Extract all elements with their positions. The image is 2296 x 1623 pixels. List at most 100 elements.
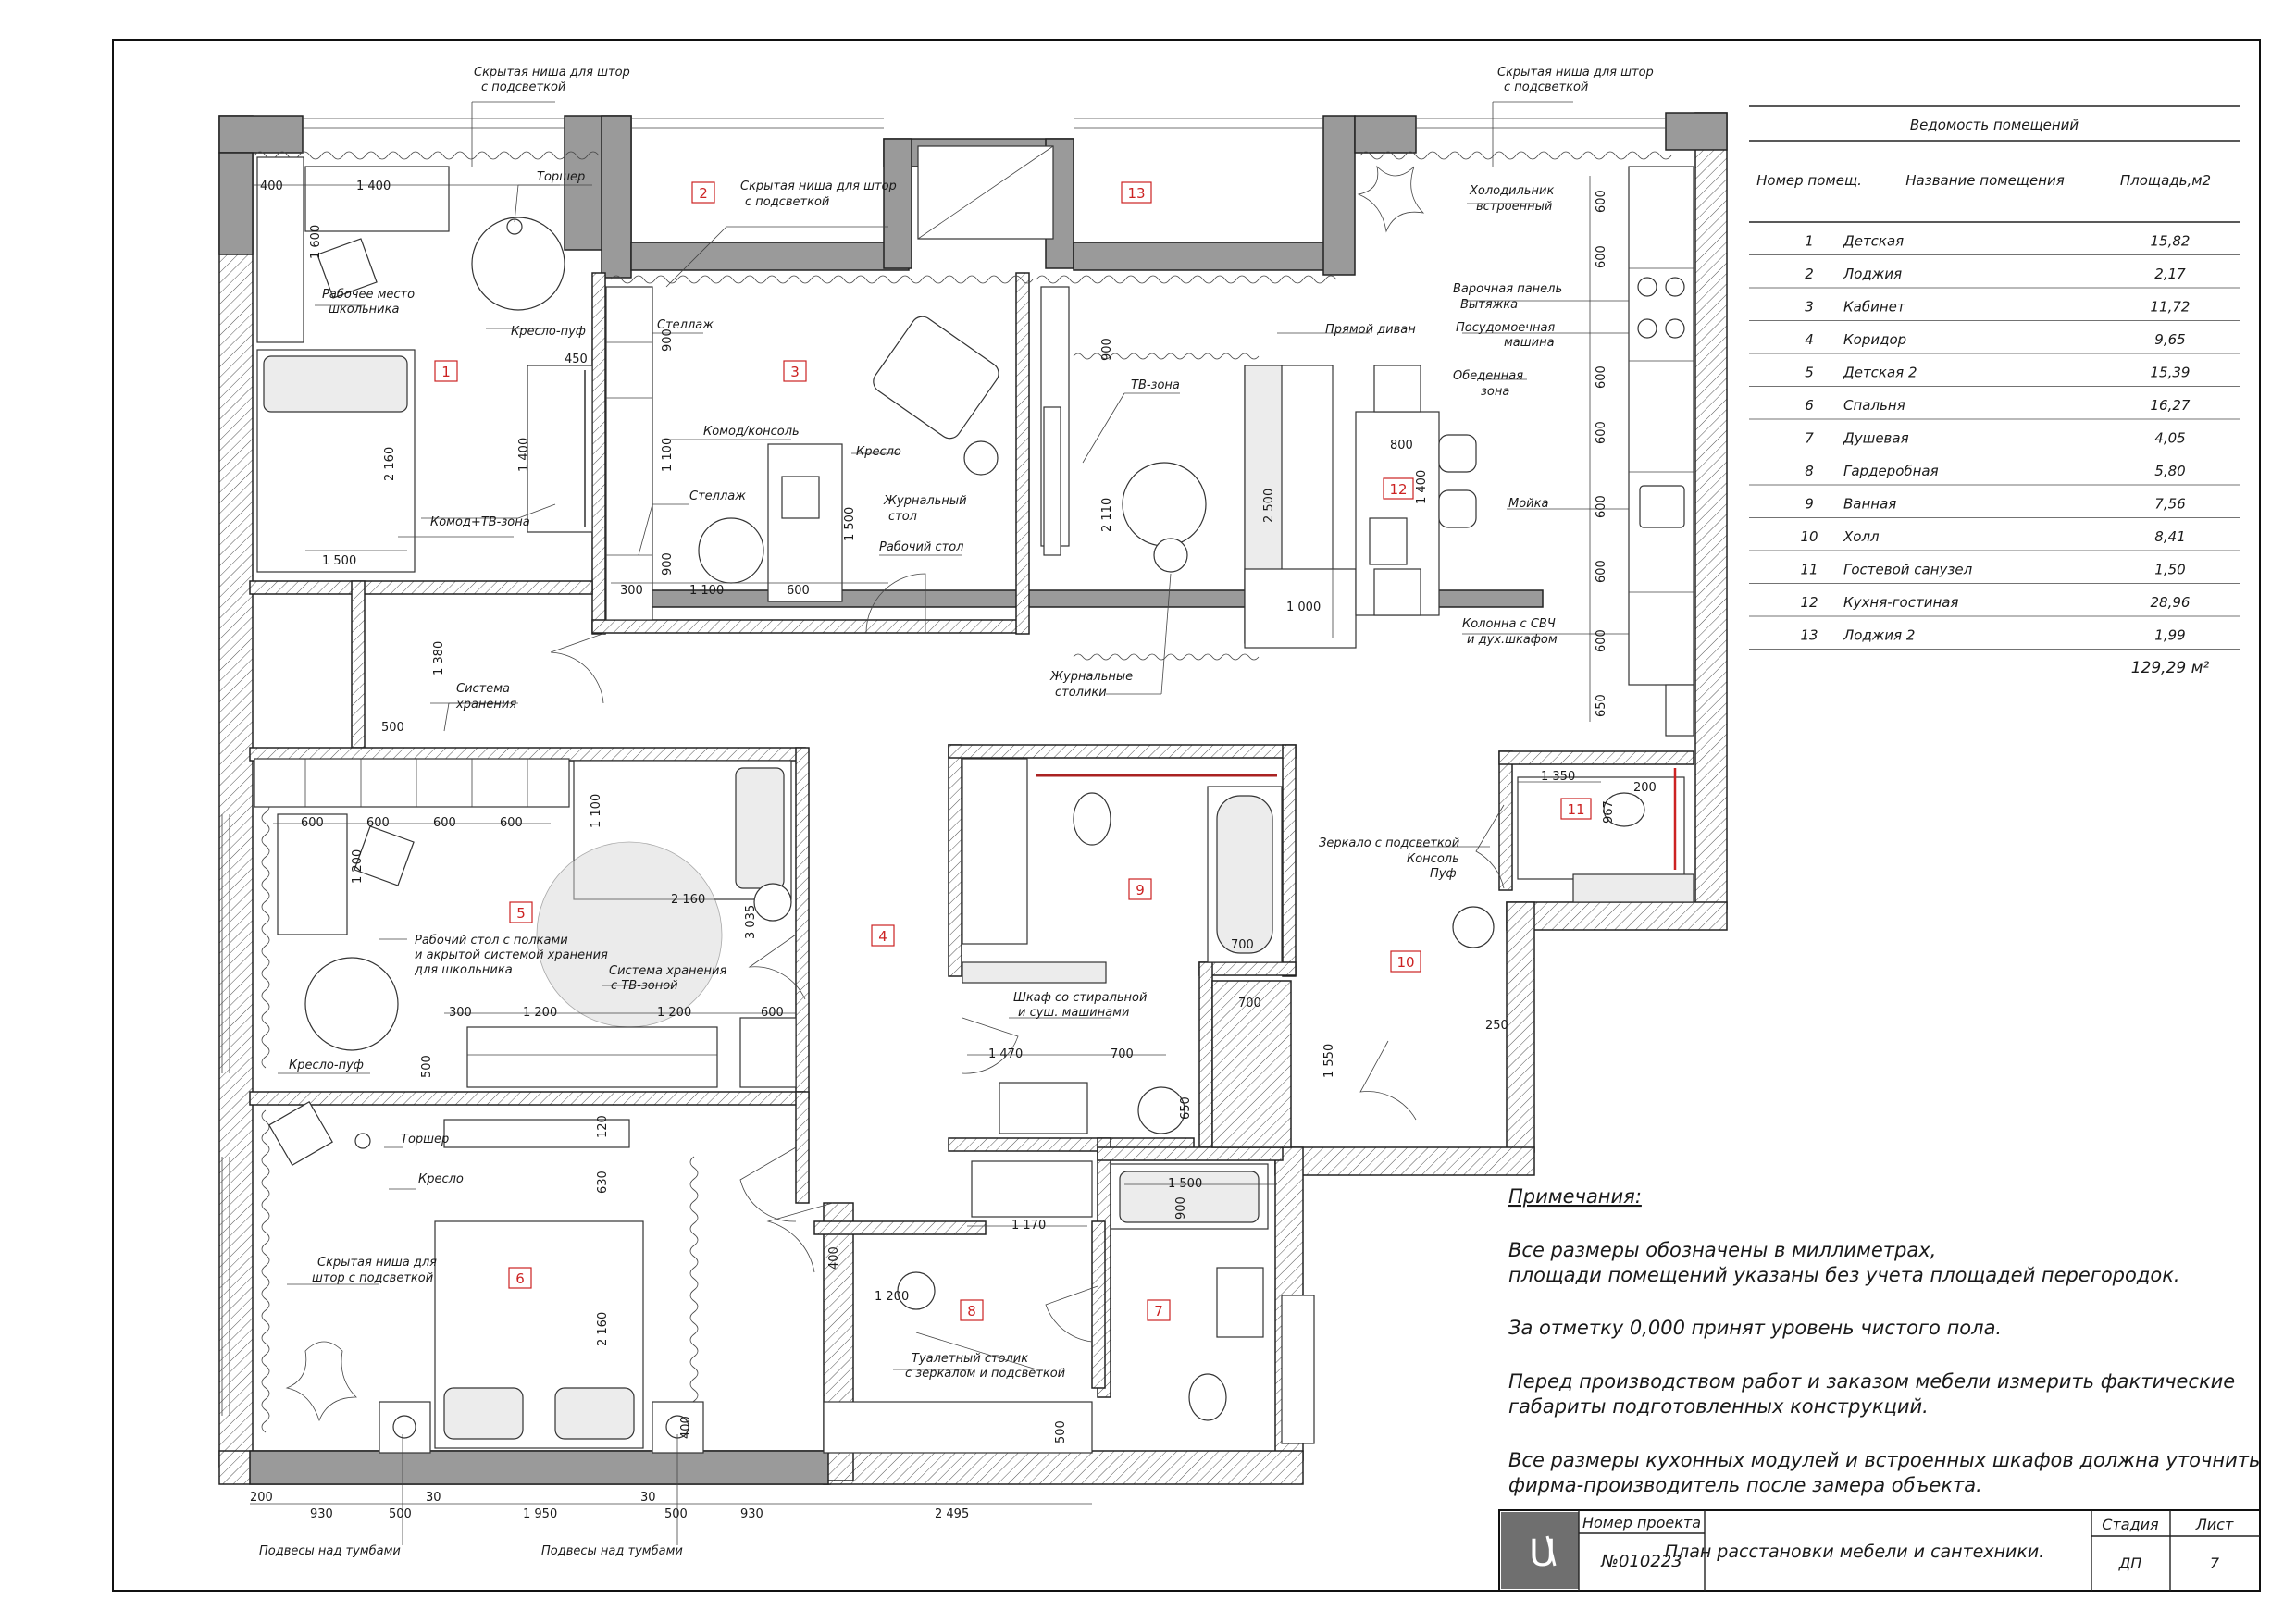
label-washer: и суш. машинами xyxy=(1018,1006,1129,1020)
dim: 600 xyxy=(366,816,390,830)
schedule-cell-name: Лоджия xyxy=(1843,266,1902,282)
schedule-cell-area: 28,96 xyxy=(2151,594,2191,611)
dim: 200 xyxy=(250,1491,273,1505)
schedule-cell-area: 4,05 xyxy=(2154,430,2185,447)
doors xyxy=(550,573,1505,1343)
label-pendants: Подвесы над тумбами xyxy=(259,1544,401,1558)
dim: 1 100 xyxy=(590,794,603,828)
notes-line: Все размеры обозначены в миллиметрах, xyxy=(1508,1239,1936,1261)
schedule-cell-num: 6 xyxy=(1805,397,1814,414)
schedule-header-area: Площадь,м2 xyxy=(2120,172,2211,189)
dim: 600 xyxy=(1595,190,1608,213)
label-pouf: Пуф xyxy=(1430,867,1457,881)
dim: 400 xyxy=(260,180,283,193)
schedule-cell-num: 7 xyxy=(1805,430,1814,447)
dim: 1 400 xyxy=(517,438,531,472)
label-storage-tv: с ТВ-зоной xyxy=(611,979,678,993)
label-oven: Колонна с СВЧ xyxy=(1462,617,1556,631)
label-armchair: Кресло xyxy=(856,445,901,459)
label-armchair: Кресло xyxy=(418,1172,464,1186)
label-washer: Шкаф со стиральной xyxy=(1013,991,1147,1005)
schedule-cell-area: 9,65 xyxy=(2154,331,2185,348)
label-curtain-niche: с подсветкой xyxy=(481,81,565,94)
room-12-furniture xyxy=(1040,165,1694,737)
schedule-cell-num: 11 xyxy=(1800,562,1818,578)
label-dining: зона xyxy=(1481,385,1509,399)
room-number-13: 13 xyxy=(1127,185,1145,202)
dim: 1 200 xyxy=(875,1290,909,1304)
dim: 450 xyxy=(565,353,588,366)
schedule-cell-name: Ванная xyxy=(1843,496,1896,513)
dim: 1 470 xyxy=(988,1047,1023,1061)
label-curtain-niche: Скрытая ниша для штор xyxy=(1497,66,1654,80)
schedule-cell-num: 3 xyxy=(1805,299,1814,316)
dim: 1 200 xyxy=(657,1006,691,1020)
dim: 700 xyxy=(1238,997,1261,1010)
room-number-12: 12 xyxy=(1389,481,1407,498)
logo-box xyxy=(1501,1512,1579,1589)
sheet-frame xyxy=(112,39,2261,1592)
schedule-cell-area: 8,41 xyxy=(2154,528,2185,545)
dim: 30 xyxy=(640,1491,656,1505)
notes-line: площади помещений указаны без учета площ… xyxy=(1508,1264,2180,1286)
dim: 600 xyxy=(1595,365,1608,389)
room-number-5: 5 xyxy=(516,905,526,922)
schedule-cell-name: Душевая xyxy=(1843,430,1909,447)
label-shelf: Стеллаж xyxy=(689,489,746,503)
label-curtain-niche: штор с подсветкой xyxy=(312,1271,433,1285)
dim: 1 950 xyxy=(523,1507,557,1521)
dim: 400 xyxy=(679,1416,693,1439)
dim: 500 xyxy=(389,1507,412,1521)
room-1-furniture xyxy=(256,156,593,573)
room-number-2: 2 xyxy=(699,185,708,202)
room-number-4: 4 xyxy=(878,928,887,945)
schedule-cell-name: Спальня xyxy=(1843,397,1905,414)
dim: 2 160 xyxy=(671,893,705,907)
schedule-cell-num: 4 xyxy=(1805,331,1814,348)
dim: 500 xyxy=(381,721,404,735)
sheet-value: 7 xyxy=(2210,1555,2220,1572)
curtain-lines xyxy=(254,151,1672,1433)
schedule-cell-area: 11,72 xyxy=(2151,299,2191,316)
schedule-cell-name: Кабинет xyxy=(1843,299,1906,316)
schedule-cell-num: 13 xyxy=(1800,627,1818,644)
dimension-texts: 400 1 400 1 600 450 2 160 1 500 1 400 1 … xyxy=(250,180,1657,1521)
schedule-cell-area: 5,80 xyxy=(2154,463,2185,479)
label-pendants: Подвесы над тумбами xyxy=(541,1544,683,1558)
schedule-cell-name: Детская xyxy=(1843,233,1904,250)
label-storage-system: Система xyxy=(456,682,510,696)
schedule-header-name: Название помещения xyxy=(1905,172,2065,189)
room-9-furniture xyxy=(962,758,1292,1148)
dim: 600 xyxy=(761,1006,784,1020)
label-sink: Мойка xyxy=(1508,497,1548,511)
dim: 1 350 xyxy=(1541,770,1575,784)
dim: 900 xyxy=(1100,338,1114,361)
dim: 1 550 xyxy=(1322,1044,1336,1078)
dim: 1 600 xyxy=(309,225,323,259)
schedule-cell-name: Кухня-гостиная xyxy=(1843,594,1958,611)
dim: 1 380 xyxy=(432,641,446,675)
schedule-title: Ведомость помещений xyxy=(1910,117,2079,133)
label-coffee-tables: Журнальные xyxy=(1049,670,1133,684)
dim: 600 xyxy=(1595,245,1608,268)
room-number-11: 11 xyxy=(1567,801,1584,818)
room-number-6: 6 xyxy=(515,1270,525,1287)
label-curtain-niche: Скрытая ниша для штор xyxy=(740,180,897,193)
dim: 400 xyxy=(827,1246,841,1270)
room-10-11-furniture xyxy=(1036,768,1694,948)
label-coffee-table: стол xyxy=(888,510,917,524)
label-curtain-niche: с подсветкой xyxy=(1504,81,1588,94)
notes: Примечания: Все размеры обозначены в мил… xyxy=(1508,1185,2260,1496)
label-tv-zone: ТВ-зона xyxy=(1131,378,1180,392)
label-workplace: Рабочее место xyxy=(322,288,415,302)
dim: 600 xyxy=(1595,629,1608,652)
dim: 600 xyxy=(1595,560,1608,583)
label-dressing-table: Туалетный столик xyxy=(912,1352,1028,1366)
dim: 30 xyxy=(426,1491,441,1505)
dim: 600 xyxy=(301,816,324,830)
dim: 650 xyxy=(1179,1096,1193,1120)
dim: 600 xyxy=(433,816,456,830)
dim: 600 xyxy=(1595,495,1608,518)
label-floor-lamp: Торшер xyxy=(401,1133,449,1146)
label-work-table: Рабочий стол xyxy=(879,540,963,554)
